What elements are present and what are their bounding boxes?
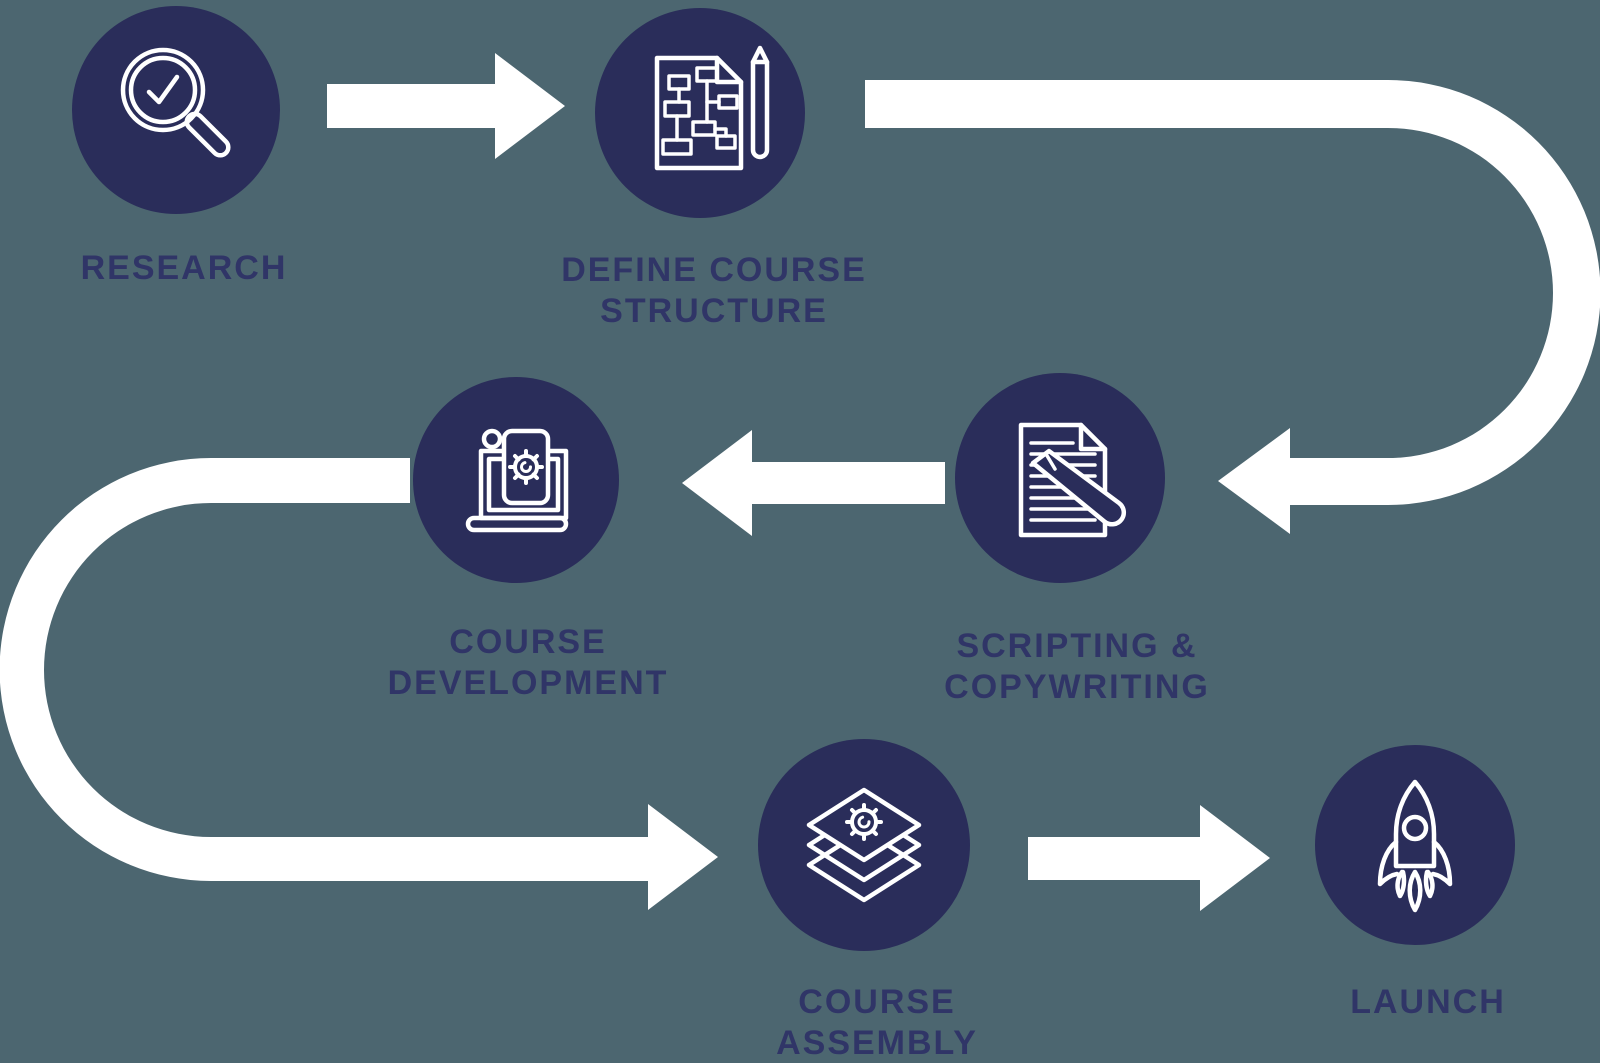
node-define-course-structure [595, 8, 805, 218]
research-circle [72, 6, 280, 214]
node-launch [1315, 745, 1515, 945]
rocket-icon [1377, 779, 1453, 913]
arrow-assembly-to-launch [1028, 805, 1270, 911]
label-line: SCRIPTING & [956, 627, 1198, 665]
document-pencil-icon [1018, 422, 1127, 538]
define-course-structure-circle [595, 8, 805, 218]
scripting-copywriting-label: SCRIPTING & COPYWRITING [857, 626, 1297, 708]
label-line: ASSEMBLY [776, 1024, 978, 1062]
magnifier-check-icon [120, 47, 231, 158]
arrow-scripting-to-development [682, 430, 945, 536]
label-line: COPYWRITING [944, 668, 1210, 706]
define-course-structure-label: DEFINE COURSE STRUCTURE [494, 250, 934, 332]
label-line: STRUCTURE [600, 292, 828, 330]
label-line: DEFINE COURSE [561, 251, 867, 289]
label-line: RESEARCH [80, 249, 288, 287]
curve-define-to-scripting [865, 80, 1600, 534]
label-line: COURSE [449, 623, 607, 661]
label-line: COURSE [798, 983, 956, 1021]
node-course-assembly [758, 739, 970, 951]
curve-development-to-assembly [0, 458, 718, 910]
node-scripting-copywriting [955, 373, 1165, 583]
stacked-layers-gear-icon [806, 787, 922, 903]
label-line: DEVELOPMENT [387, 664, 669, 702]
arrow-research-to-define [327, 53, 565, 159]
laptop-document-gear-icon [465, 428, 569, 533]
course-development-label: COURSE DEVELOPMENT [308, 622, 748, 704]
flowchart-document-pencil-icon [654, 45, 770, 171]
launch-label: LAUNCH [1208, 982, 1600, 1023]
course-assembly-label: COURSE ASSEMBLY [657, 982, 1097, 1063]
node-course-development [413, 377, 619, 583]
label-line: LAUNCH [1350, 983, 1506, 1021]
research-label: RESEARCH [0, 248, 404, 289]
node-research [72, 6, 280, 214]
